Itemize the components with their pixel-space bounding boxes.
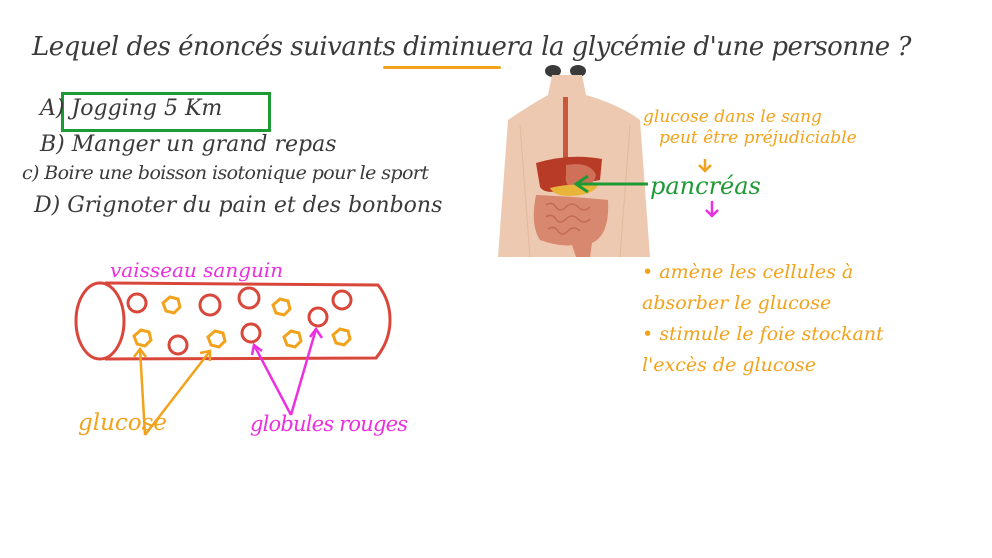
effect-line-3: • stimule le foie stockant (642, 323, 884, 345)
glucose-molecules (132, 295, 352, 349)
note-line-2: peut être préjudiciable (659, 128, 857, 148)
pancreas-arrow-icon (573, 174, 648, 194)
red-blood-cells-label: globules rouges (250, 412, 408, 436)
vessel-opening (74, 281, 126, 361)
intestines-icon (533, 195, 609, 257)
vessel-tube (104, 281, 392, 361)
pink-down-arrow-icon (705, 201, 719, 218)
pancreas-label: pancréas (650, 172, 761, 200)
question-text: Lequel des énoncés suivants diminuera la… (32, 32, 911, 62)
blood-vessel-diagram (74, 281, 392, 436)
note-line-1: glucose dans le sang (643, 107, 822, 127)
option-d: D) Grignoter du pain et des bonbons (34, 193, 443, 218)
pancreas-effects-list: • amène les cellules à absorber le gluco… (642, 257, 884, 381)
effect-line-4: l'excès de glucose (642, 354, 816, 376)
glucose-harm-note: glucose dans le sang peut être préjudici… (643, 107, 857, 149)
vessel-title: vaisseau sanguin (110, 258, 284, 282)
torso-illustration (490, 65, 660, 258)
pancreas-icon (550, 184, 598, 196)
red-cell-arrows-icon (250, 326, 324, 416)
correct-answer-box (61, 92, 271, 132)
glucose-label: glucose (78, 410, 168, 436)
glucose-arrows-icon (133, 346, 212, 436)
orange-down-arrow-icon (698, 159, 712, 173)
esophagus-icon (563, 97, 568, 162)
effect-line-1: • amène les cellules à (642, 261, 854, 283)
head-bottom-icon (545, 65, 561, 77)
option-b: B) Manger un grand repas (40, 132, 337, 157)
option-a: A) Jogging 5 Km (40, 96, 223, 121)
emphasis-underline (383, 66, 501, 69)
red-blood-cells (126, 286, 353, 356)
option-c: c) Boire une boisson isotonique pour le … (22, 162, 429, 184)
effect-line-2: absorber le glucose (642, 292, 832, 314)
